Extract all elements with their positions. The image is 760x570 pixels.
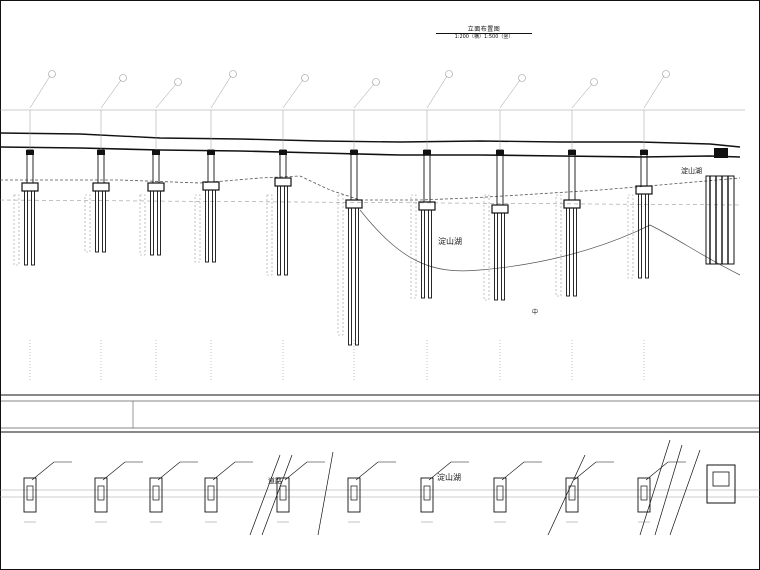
plan-pier-P4 [276,461,325,523]
plan-pier-P3 [204,461,253,523]
pier-P0 [13,70,56,380]
plan-pier-P0 [23,461,72,523]
pier-P7 [483,74,526,380]
bridge-deck-bottom [0,146,741,158]
drawing-title: 立面布置图 [467,26,501,33]
pier-P9 [627,70,670,380]
ground-line [0,175,741,201]
pier-P6 [410,70,453,380]
road-label-plan: 道路 [268,477,282,485]
plan-view [0,439,760,536]
pier-P4 [266,74,309,380]
pier-P3 [194,70,237,380]
right-abutment [705,148,735,265]
river-label-elevation-right: 淀山湖 [681,167,702,175]
plan-pier-P1 [94,461,143,523]
plan-pier-P5 [347,461,396,523]
title-block: 立面布置图 1:200（横）1:500（竖） [436,26,532,40]
pier-P5 [337,78,380,380]
river-bed-curve [359,209,741,276]
plan-pier-P2 [149,461,198,523]
pier-P1 [84,74,127,380]
profile-band [0,394,760,433]
bridge-deck-top [0,132,741,148]
plan-pier-P7 [493,461,542,523]
pier-P8 [555,78,598,380]
pier-P2 [139,78,182,380]
elevation-view [0,70,745,380]
river-label-plan: 淀山湖 [437,473,461,482]
plan-pier-P6 [420,461,469,523]
plan-pier-P8 [565,461,614,523]
piers-group [13,70,670,380]
river-label-elevation-left: 淀山湖 [438,237,462,246]
centerline-label: 中 [532,309,539,316]
drawing-subtitle: 1:200（横）1:500（竖） [436,33,532,40]
plan-piers-group [23,461,686,523]
geology-line [0,199,741,206]
plan-pier-P9 [637,461,686,523]
